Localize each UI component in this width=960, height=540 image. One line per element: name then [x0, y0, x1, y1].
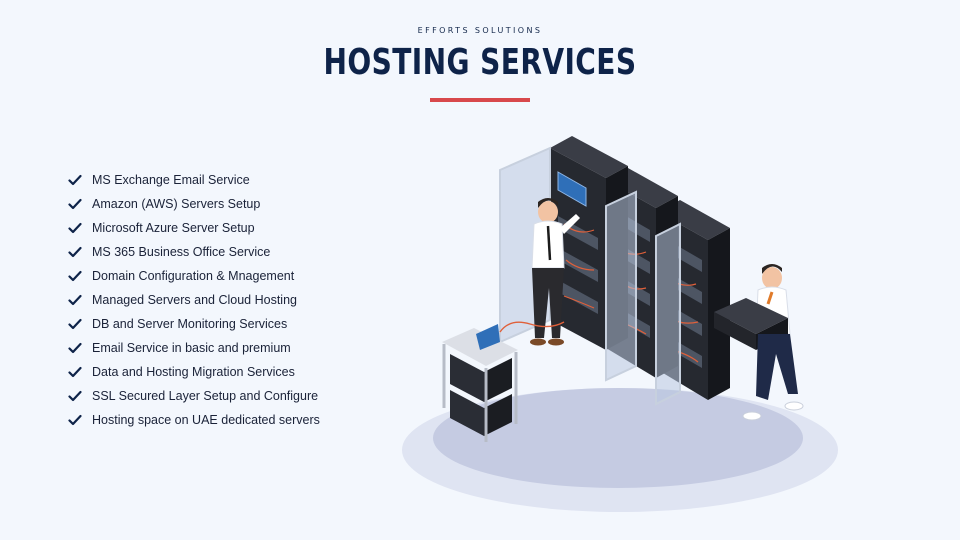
server-cart	[442, 321, 565, 442]
service-label: Amazon (AWS) Servers Setup	[92, 197, 261, 211]
check-icon	[68, 174, 82, 186]
check-icon	[68, 222, 82, 234]
check-icon	[68, 414, 82, 426]
carried-server	[714, 298, 788, 334]
service-label: Microsoft Azure Server Setup	[92, 221, 255, 235]
service-label: Email Service in basic and premium	[92, 341, 291, 355]
services-list: MS Exchange Email Service Amazon (AWS) S…	[68, 168, 320, 432]
glass-door-middle	[605, 190, 637, 382]
service-label: Hosting space on UAE dedicated servers	[92, 413, 320, 427]
service-label: MS 365 Business Office Service	[92, 245, 271, 259]
carrying-technician-figure	[714, 264, 804, 421]
list-item: Microsoft Azure Server Setup	[68, 216, 320, 240]
server-room-illustration	[402, 136, 838, 512]
page-title: HOSTING SERVICES	[323, 42, 637, 83]
check-icon	[68, 318, 82, 330]
list-item: Email Service in basic and premium	[68, 336, 320, 360]
list-item: DB and Server Monitoring Services	[68, 312, 320, 336]
list-item: Data and Hosting Migration Services	[68, 360, 320, 384]
service-label: SSL Secured Layer Setup and Configure	[92, 389, 319, 403]
floor-platform-inner	[433, 388, 803, 488]
check-icon	[68, 294, 82, 306]
check-icon	[68, 246, 82, 258]
check-icon	[68, 390, 82, 402]
list-item: SSL Secured Layer Setup and Configure	[68, 384, 320, 408]
list-item: Amazon (AWS) Servers Setup	[68, 192, 320, 216]
rack-monitor	[557, 171, 587, 207]
list-item: Hosting space on UAE dedicated servers	[68, 408, 320, 432]
list-item: Managed Servers and Cloud Hosting	[68, 288, 320, 312]
service-label: MS Exchange Email Service	[92, 173, 250, 187]
service-label: Domain Configuration & Mnagement	[92, 269, 295, 283]
title-underline	[430, 98, 530, 102]
list-item: MS Exchange Email Service	[68, 168, 320, 192]
laptop	[476, 324, 500, 350]
service-label: DB and Server Monitoring Services	[92, 317, 288, 331]
list-item: MS 365 Business Office Service	[68, 240, 320, 264]
check-icon	[68, 270, 82, 282]
service-label: Data and Hosting Migration Services	[92, 365, 295, 379]
check-icon	[68, 366, 82, 378]
check-icon	[68, 342, 82, 354]
service-label: Managed Servers and Cloud Hosting	[92, 293, 297, 307]
list-item: Domain Configuration & Mnagement	[68, 264, 320, 288]
technician-figure	[530, 198, 580, 346]
glass-door-right	[655, 222, 681, 406]
company-kicker: EFFORTS SOLUTIONS	[417, 26, 543, 35]
check-icon	[68, 198, 82, 210]
